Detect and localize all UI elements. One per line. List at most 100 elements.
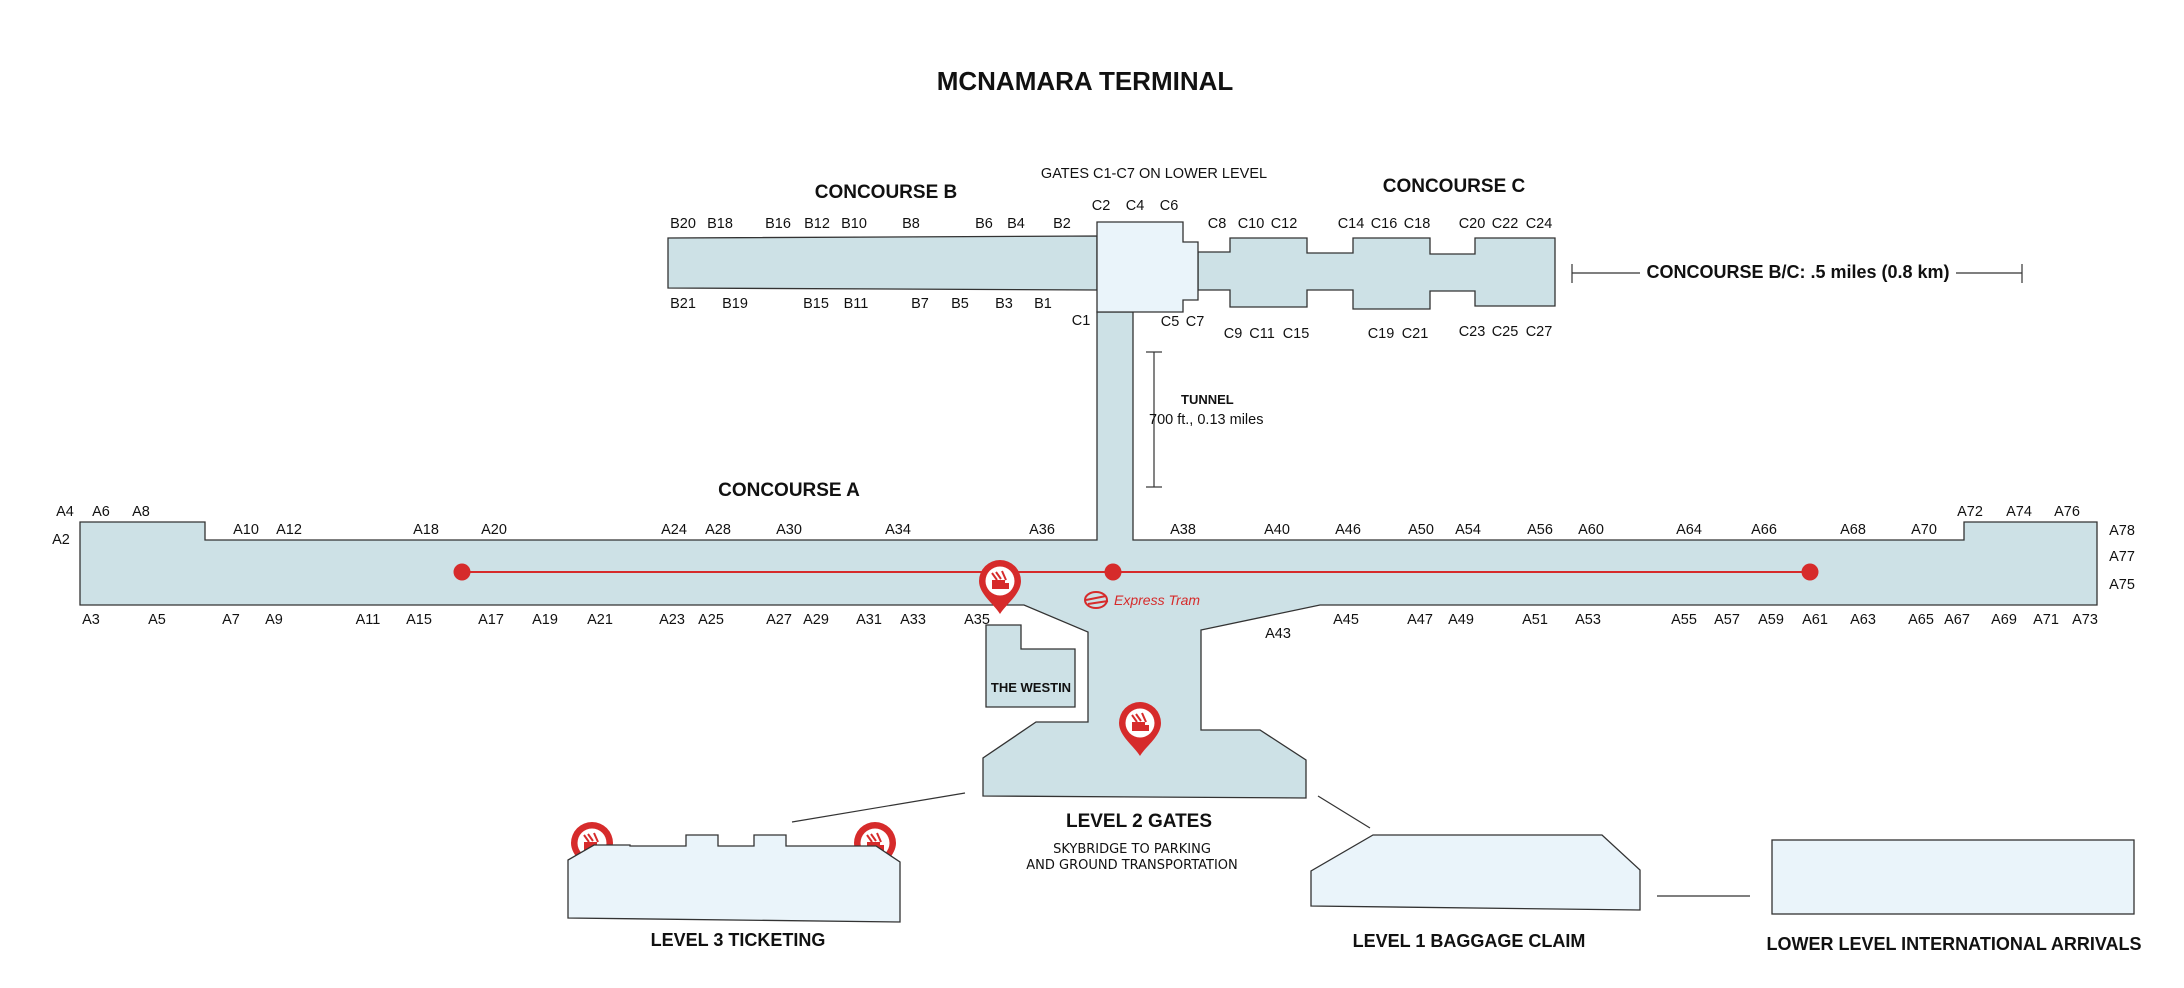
connector-baggage [1317,795,1371,829]
gate-label: A51 [1522,612,1548,628]
gate-label: C2 [1092,198,1111,214]
level3-ticketing-label: LEVEL 3 TICKETING [651,930,826,950]
gate-label: B20 [670,216,696,232]
gate-label: A66 [1751,522,1777,538]
westin-label: THE WESTIN [991,680,1071,695]
gate-label: C5 [1161,314,1180,330]
gate-label: C4 [1126,198,1145,214]
gate-label: C15 [1283,326,1310,342]
gate-label: A74 [2006,504,2032,520]
gate-label: B7 [911,296,929,312]
gate-label: A19 [532,612,558,628]
level3-ticketing-shape [567,834,901,923]
gate-label: A18 [413,522,439,538]
westin-building [985,624,1076,708]
gate-label: A28 [705,522,731,538]
gate-label: A50 [1408,522,1434,538]
gate-label: A10 [233,522,259,538]
gate-label: A61 [1802,612,1828,628]
gate-label: A60 [1578,522,1604,538]
gate-label: C16 [1371,216,1398,232]
gate-label: B15 [803,296,829,312]
gate-label: C8 [1208,216,1227,232]
concourse-b-shape [667,235,1098,291]
gate-label: B6 [975,216,993,232]
gate-label: A38 [1170,522,1196,538]
gate-label: A77 [2109,549,2135,565]
concourse-b-label: CONCOURSE B [815,182,958,203]
gate-label: A24 [661,522,687,538]
gate-label: A4 [56,504,74,520]
skybridge-label-line1: SKYBRIDGE TO PARKING [1053,842,1211,857]
gate-label: A53 [1575,612,1601,628]
concourse-c-label: CONCOURSE C [1383,176,1526,197]
gate-label: C7 [1186,314,1205,330]
gates-lower-level-label: GATES C1-C7 ON LOWER LEVEL [1041,166,1267,182]
connector-ticketing [791,792,966,823]
level1-baggage-shape [1310,834,1641,911]
gate-label: C12 [1271,216,1298,232]
gate-label: A43 [1265,626,1291,642]
gate-label: A69 [1991,612,2017,628]
gate-label: A21 [587,612,613,628]
gate-label: A76 [2054,504,2080,520]
gate-label: A40 [1264,522,1290,538]
gate-label: C21 [1402,326,1429,342]
gate-label: C19 [1368,326,1395,342]
food-drink-pin-icon [978,560,1022,615]
gates-a-bottom: A3 A5 A7 A9 A11 A15 A17 A19 A21 A23 A25 … [82,612,2098,642]
international-arrivals-shape [1771,839,2135,915]
gate-label: C11 [1249,326,1275,342]
tram-stop-center [1104,563,1122,581]
gate-label: C9 [1224,326,1243,342]
tram-stop-east [1801,563,1819,581]
concourse-c-hub [1096,221,1199,313]
map-title: MCNAMARA TERMINAL [937,66,1234,96]
international-arrivals-label: LOWER LEVEL INTERNATIONAL ARRIVALS [1766,934,2141,954]
bc-distance-label: CONCOURSE B/C: .5 miles (0.8 km) [1646,262,1949,282]
gate-label: A29 [803,612,829,628]
gate-label: A15 [406,612,432,628]
gate-label: C14 [1338,216,1365,232]
gate-label: A33 [900,612,926,628]
gate-label: A59 [1758,612,1784,628]
gate-label: A75 [2109,577,2135,593]
gate-label: A72 [1957,504,1983,520]
concourse-a-shape [79,311,2098,799]
gate-label: A12 [276,522,302,538]
gate-label: C20 [1459,216,1486,232]
gates-b-top: B20 B18 B16 B12 B10 B8 B6 B4 B2 [670,216,1071,232]
gate-label: A8 [132,504,150,520]
gate-label: A9 [265,612,283,628]
gate-label: A57 [1714,612,1740,628]
gate-label: A47 [1407,612,1433,628]
gate-label: A3 [82,612,100,628]
gate-label: A11 [356,612,381,628]
gate-label: A78 [2109,523,2135,539]
gate-label: A67 [1944,612,1970,628]
gate-label: A70 [1911,522,1937,538]
level1-baggage-label: LEVEL 1 BAGGAGE CLAIM [1353,931,1586,951]
gate-label: A68 [1840,522,1866,538]
gate-label: A54 [1455,522,1481,538]
gate-label: B8 [902,216,920,232]
tram-logo-icon [1084,591,1109,609]
gate-label: C23 [1459,324,1486,340]
concourse-c-shape [1197,237,1556,310]
gate-label: B3 [995,296,1013,312]
gate-label: A7 [222,612,240,628]
tunnel-distance-label: 700 ft., 0.13 miles [1149,412,1263,428]
express-tram-label: Express Tram [1114,592,1200,608]
gate-label: C27 [1526,324,1553,340]
tram-stop-west [453,563,471,581]
gate-label: B21 [670,296,696,312]
gates-b-bottom: B21 B19 B15 B11 B7 B5 B3 B1 [670,296,1052,312]
gate-label: A56 [1527,522,1553,538]
gate-label: B2 [1053,216,1071,232]
gates-c-top: C2 C4 C6 C8 C10 C12 C14 C16 C18 C20 C22 … [1092,198,1553,232]
gate-label: C18 [1404,216,1431,232]
gate-label: A34 [885,522,911,538]
gate-label: C24 [1526,216,1553,232]
gate-label: A31 [856,612,882,628]
